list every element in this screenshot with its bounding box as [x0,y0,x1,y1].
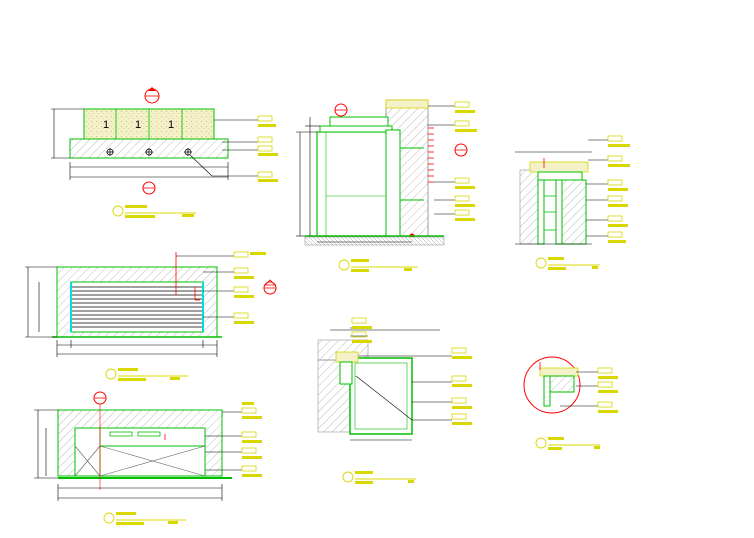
detail-title-1 [112,205,196,218]
detail-title-3 [535,257,600,270]
counter-digit-1: 1 [103,119,109,131]
section-marker-bottom [142,181,156,195]
louver-panel-elevation [25,251,277,381]
section-marker-side [454,143,468,157]
detail-title-b [103,512,186,525]
counter-cross-section [296,99,477,272]
section-marker-left [334,103,348,117]
box-section-detail [317,317,472,484]
counter-digit-3: 1 [168,119,174,131]
enlarged-circle-detail [523,356,618,450]
section-marker-top [144,87,160,104]
detail-title-5 [535,437,600,450]
detail-title-a [105,368,188,381]
counter-front-elevation: 1 1 1 [51,87,278,218]
detail-title-2 [338,259,418,272]
cabinet-elevation [34,391,262,525]
section-marker-right [263,279,277,295]
edge-section-detail [515,135,630,270]
counter-digit-2: 1 [135,119,141,131]
detail-title-4 [342,471,416,484]
